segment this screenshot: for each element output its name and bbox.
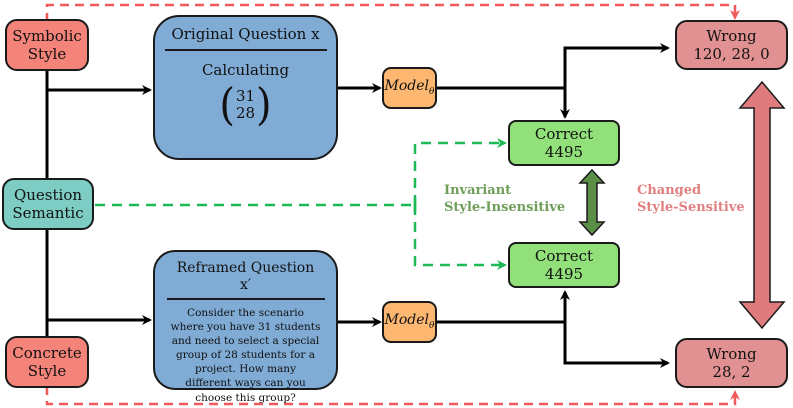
concrete-style-label: Concrete Style — [12, 344, 82, 380]
model-top: Modelθ — [382, 67, 437, 109]
invariant-label: Invariant Style-Insensitive — [444, 183, 565, 217]
model-bottom-sub: θ — [429, 321, 435, 331]
binomial-coefficient: ( 31 28 ) — [219, 79, 272, 131]
correct-top-box: Correct 4495 — [508, 120, 620, 166]
model-bottom: Modelθ — [382, 301, 437, 343]
green-dashed-down — [413, 205, 507, 270]
red-double-arrow — [738, 80, 786, 330]
binom-left-paren: ( — [219, 79, 235, 131]
question-semantic-label: Question Semantic — [12, 186, 84, 222]
symbolic-style-label: Symbolic Style — [12, 27, 82, 63]
correct-bottom-label: Correct — [534, 247, 594, 265]
model-bottom-name: Model — [384, 312, 430, 329]
edge-model-top-out — [437, 43, 670, 90]
invariant-line2: Style-Insensitive — [444, 199, 566, 215]
model-top-name: Model — [384, 78, 430, 95]
reframed-question-text: Consider the scenario where you have 31 … — [170, 306, 321, 404]
binom-bottom: 28 — [235, 104, 256, 122]
reframed-question-box: Reframed Question x′ Consider the scenar… — [153, 250, 338, 404]
red-dashed-top — [45, 3, 740, 22]
wrong-bottom-label: Wrong — [706, 345, 757, 363]
wrong-bottom-value: 28, 2 — [712, 363, 751, 381]
binom-top: 31 — [235, 86, 256, 105]
concrete-style-node: Concrete Style — [5, 336, 89, 388]
correct-bottom-value: 4495 — [544, 265, 584, 283]
model-top-label: Modelθ — [385, 78, 435, 98]
correct-bottom-box: Correct 4495 — [508, 242, 620, 288]
original-question-title: Original Question x — [164, 25, 327, 51]
correct-top-value: 4495 — [544, 143, 584, 161]
green-double-arrow — [578, 168, 606, 237]
wrong-top-box: Wrong 120, 28, 0 — [675, 20, 788, 70]
edge-model-bottom-out — [437, 320, 670, 368]
original-question-box: Original Question x Calculating ( 31 28 … — [153, 15, 338, 160]
binom-right-paren: ) — [256, 79, 272, 131]
model-bottom-label: Modelθ — [385, 312, 435, 332]
green-dashed-up — [413, 138, 507, 205]
symbolic-style-node: Symbolic Style — [5, 19, 89, 71]
reframed-question-title: Reframed Question x′ — [166, 260, 325, 300]
correct-top-label: Correct — [534, 125, 594, 143]
wrong-top-value: 120, 28, 0 — [693, 45, 770, 63]
changed-label: Changed Style-Sensitive — [637, 183, 745, 217]
red-dashed-bottom — [45, 386, 740, 406]
model-top-sub: θ — [429, 87, 435, 97]
invariant-line1: Invariant — [444, 183, 512, 198]
changed-line1: Changed — [637, 183, 702, 198]
wrong-bottom-box: Wrong 28, 2 — [675, 338, 788, 388]
question-semantic-node: Question Semantic — [2, 178, 94, 230]
changed-line2: Style-Sensitive — [637, 199, 745, 215]
original-question-subtitle: Calculating — [201, 61, 290, 79]
wrong-top-label: Wrong — [706, 27, 757, 45]
